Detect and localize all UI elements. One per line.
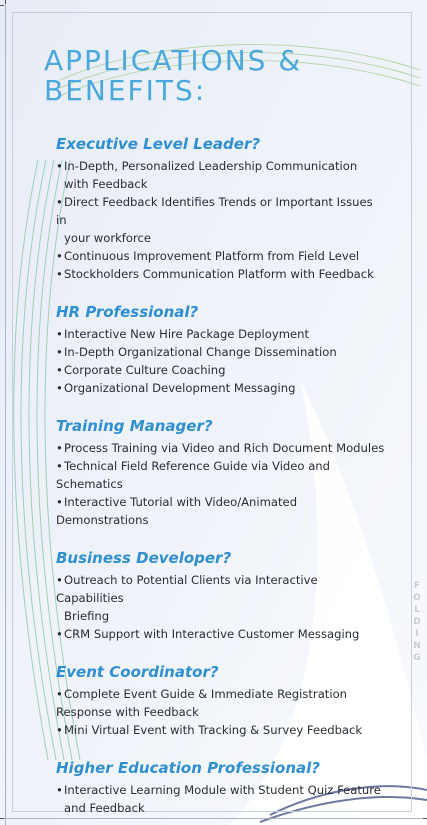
section-hr: HR Professional? •Interactive New Hire P… bbox=[56, 302, 386, 397]
list-item: •Organizational Development Messaging bbox=[56, 381, 296, 395]
section-heading: Business Developer? bbox=[56, 549, 232, 567]
section-heading: Executive Level Leader? bbox=[56, 135, 261, 153]
section-event: Event Coordinator? •Complete Event Guide… bbox=[56, 662, 386, 739]
list-item-continuation: and Feedback bbox=[64, 801, 145, 815]
list-item: •Interactive New Hire Package Deployment bbox=[56, 327, 310, 341]
section-executive: Executive Level Leader? •In-Depth, Perso… bbox=[56, 134, 386, 283]
folding-letter: F bbox=[413, 581, 421, 591]
folding-letter: I bbox=[415, 629, 419, 639]
crop-mark bbox=[423, 818, 427, 819]
list-item: •Interactive Tutorial with Video/Animate… bbox=[56, 495, 298, 527]
section-heading: Training Manager? bbox=[56, 417, 213, 435]
list-item-continuation: Response with Feedback bbox=[56, 705, 199, 719]
crop-mark bbox=[0, 5, 4, 6]
list-item: •Outreach to Potential Clients via Inter… bbox=[56, 573, 318, 605]
folding-letter: D bbox=[413, 617, 421, 627]
page-title: APPLICATIONS & BENEFITS: bbox=[44, 46, 302, 106]
list-item: •Interactive Learning Module with Studen… bbox=[56, 783, 381, 797]
list-item-continuation: with Feedback bbox=[64, 177, 148, 191]
page-border bbox=[12, 12, 412, 812]
section-training: Training Manager? •Process Training via … bbox=[56, 416, 386, 529]
benefits-content: Executive Level Leader? •In-Depth, Perso… bbox=[56, 134, 386, 825]
list-item: •In-Depth, Personalized Leadership Commu… bbox=[56, 159, 358, 173]
section-higher-ed: Higher Education Professional? •Interact… bbox=[56, 758, 386, 817]
list-item: •Complete Event Guide & Immediate Regist… bbox=[56, 687, 348, 701]
title-line-2: BENEFITS: bbox=[44, 74, 207, 107]
list-item: •Technical Field Reference Guide via Vid… bbox=[56, 459, 331, 491]
list-item: •Corporate Culture Coaching bbox=[56, 363, 226, 377]
list-item: •CRM Support with Interactive Customer M… bbox=[56, 627, 360, 641]
bottom-trim-line bbox=[0, 818, 427, 819]
section-business: Business Developer? •Outreach to Potenti… bbox=[56, 548, 386, 643]
folding-letter: L bbox=[414, 605, 420, 615]
section-heading: Event Coordinator? bbox=[56, 663, 219, 681]
crop-mark bbox=[5, 0, 6, 4]
title-line-1: APPLICATIONS & bbox=[44, 44, 303, 77]
list-item: •Continuous Improvement Platform from Fi… bbox=[56, 249, 360, 263]
folding-letter: N bbox=[413, 641, 421, 651]
list-item: •Process Training via Video and Rich Doc… bbox=[56, 441, 385, 455]
list-item: •Mini Virtual Event with Tracking & Surv… bbox=[56, 723, 363, 737]
folding-letter: G bbox=[413, 653, 421, 663]
list-item: •Stockholders Communication Platform wit… bbox=[56, 267, 374, 281]
list-item: •In-Depth Organizational Change Dissemin… bbox=[56, 345, 337, 359]
list-item-continuation: your workforce bbox=[64, 231, 152, 245]
section-heading: HR Professional? bbox=[56, 303, 199, 321]
folding-letter: O bbox=[413, 593, 421, 603]
list-item: •Direct Feedback Identifies Trends or Im… bbox=[56, 195, 373, 227]
section-heading: Higher Education Professional? bbox=[56, 759, 320, 777]
list-item-continuation: Briefing bbox=[64, 609, 110, 623]
crop-mark bbox=[0, 818, 4, 819]
left-trim-line bbox=[5, 0, 6, 825]
